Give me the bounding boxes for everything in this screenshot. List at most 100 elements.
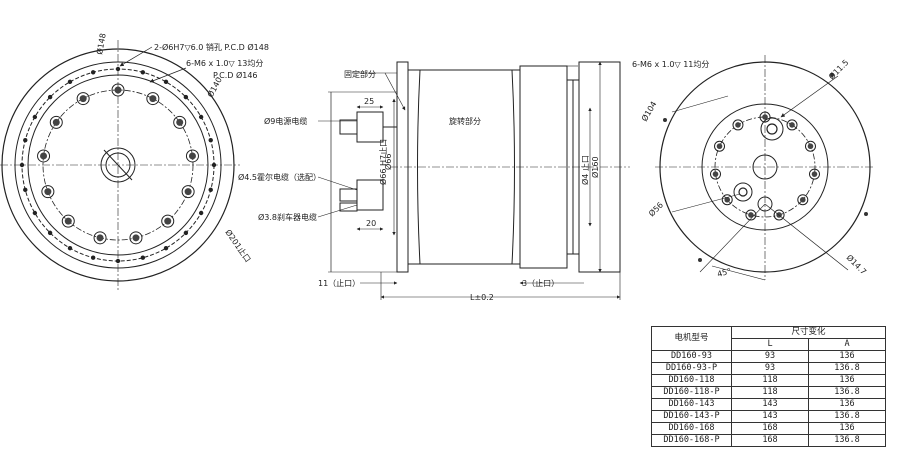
rear-small-hole xyxy=(663,118,667,122)
inner-bolt-hole xyxy=(146,92,160,106)
rear-d14-7-label: Ø14.7 xyxy=(845,252,869,276)
inner-bolt-core xyxy=(40,152,48,160)
outer-bolt-hole xyxy=(115,258,121,264)
inner-bolt-core xyxy=(132,234,140,242)
rotating-part-label: 旋转部分 xyxy=(449,116,481,126)
inner-bolt-hole xyxy=(93,231,107,245)
outer-bolt-hole xyxy=(198,210,204,216)
rear-bolt-hole xyxy=(797,194,809,206)
header-l: L xyxy=(731,338,809,351)
outer-bolt-hole xyxy=(140,255,146,260)
fixed-part-label: 固定部分 xyxy=(344,69,376,79)
front-pcd-spec: P.C.D Ø146 xyxy=(213,70,258,80)
outer-bolt-hole xyxy=(67,79,73,85)
cell-a: 136.8 xyxy=(808,434,886,447)
cell-l: 118 xyxy=(731,374,809,387)
rear-bolt-hole xyxy=(786,119,798,131)
outer-bolt-hole xyxy=(47,94,53,100)
inner-bolt-core xyxy=(176,118,184,126)
power-cable-label: Ø9电源电缆 xyxy=(264,116,307,126)
inner-bolt-hole xyxy=(185,149,199,163)
inner-bolt-core xyxy=(149,95,157,103)
outer-bolt-hole xyxy=(115,66,121,72)
cell-l: 118 xyxy=(731,386,809,399)
rear-small-hole xyxy=(830,73,834,77)
rear-bolt-core xyxy=(799,196,806,203)
outer-bolt-hole xyxy=(198,114,204,120)
inner-bolt-hole xyxy=(111,83,125,97)
cell-a: 136 xyxy=(808,422,886,435)
inner-bolt-core xyxy=(164,217,172,225)
dim-3-label: 3（止口） xyxy=(522,278,559,288)
cell-a: 136.8 xyxy=(808,362,886,375)
inner-bolt-core xyxy=(64,217,72,225)
rear-bolt-core xyxy=(811,171,818,177)
cell-model: DD160-93 xyxy=(651,350,732,363)
cable-leaders xyxy=(317,120,358,218)
inner-bolt-hole xyxy=(41,185,55,199)
rear-bolt-core xyxy=(724,196,731,203)
outer-bolt-hole xyxy=(23,137,28,143)
rear-small-hole xyxy=(864,212,868,216)
rear-45-label: 45° xyxy=(716,267,732,279)
outer-bolt-hole xyxy=(90,70,96,75)
cell-model: DD160-168 xyxy=(651,422,732,435)
fit-da-label: Ø4 止口 xyxy=(580,155,590,185)
rear-bolt-core xyxy=(748,212,754,218)
cell-l: 93 xyxy=(731,350,809,363)
rear-bolt-hole xyxy=(710,168,722,180)
cell-a: 136 xyxy=(808,398,886,411)
inner-bolt-hole xyxy=(173,115,187,129)
rear-bolt-core xyxy=(762,114,768,120)
rear-bolt-hole xyxy=(804,140,816,152)
inner-bolt-core xyxy=(188,152,196,160)
rear-bolt-core xyxy=(712,171,719,177)
inner-bolt-core xyxy=(114,86,122,94)
front-leaders xyxy=(119,46,187,83)
dim-11-label: 11（止口） xyxy=(318,278,360,288)
dim-20-label: 20 xyxy=(366,219,376,228)
front-thread-spec: 6-M6 x 1.0▽ 13均分 xyxy=(186,58,263,68)
inner-bolt-core xyxy=(96,234,104,242)
cell-l: 168 xyxy=(731,434,809,447)
rear-bolt-hole xyxy=(759,111,771,123)
cell-l: 143 xyxy=(731,410,809,423)
front-d201-label: Ø201止口 xyxy=(223,227,253,264)
inner-bolt-hole xyxy=(76,92,90,106)
inner-bolt-core xyxy=(79,95,87,103)
outer-bolt-hole xyxy=(19,162,25,168)
outer-bolt-hole xyxy=(140,70,146,75)
rear-bolt-core xyxy=(735,122,741,128)
outer-bolt-hole xyxy=(47,230,53,236)
cell-model: DD160-143-P xyxy=(651,410,732,423)
cell-model: DD160-93-P xyxy=(651,362,732,375)
rear-bolt-hole xyxy=(714,140,726,152)
cell-a: 136.8 xyxy=(808,410,886,423)
cell-a: 136 xyxy=(808,374,886,387)
inner-bolt-hole xyxy=(49,115,63,129)
fit-d66-label: Ø66 H7止口 xyxy=(378,139,388,185)
outer-bolt-hole xyxy=(67,245,73,251)
cell-l: 93 xyxy=(731,362,809,375)
front-view xyxy=(0,40,240,290)
inner-bolt-hole xyxy=(181,185,195,199)
rear-bolt-hole xyxy=(773,209,785,221)
brake-cable-label: Ø3.8刹车器电缆 xyxy=(258,212,317,222)
inner-bolt-core xyxy=(52,118,60,126)
table-subheader-row: L A xyxy=(652,338,886,351)
rear-small-hole xyxy=(698,258,702,262)
dim-d160-label: Ø160 xyxy=(590,156,600,178)
cell-a: 136 xyxy=(808,350,886,363)
inner-bolt-hole xyxy=(161,214,175,228)
cell-a: 136.8 xyxy=(808,386,886,399)
outer-bolt-hole xyxy=(183,94,189,100)
dim-l-label: L±0.2 xyxy=(470,293,494,302)
header-a: A xyxy=(808,338,886,351)
table-header-row: 电机型号 尺寸变化 xyxy=(651,326,886,351)
inner-bolt-core xyxy=(44,188,52,196)
